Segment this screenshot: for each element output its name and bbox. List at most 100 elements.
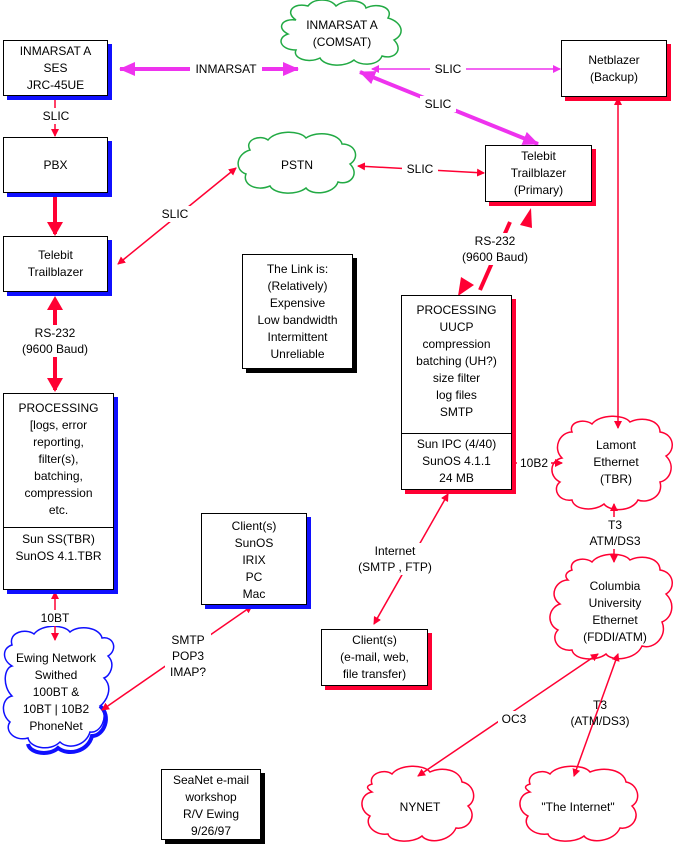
edge-label-line: SMTP [171,633,205,647]
node-inmarsat-comsat: INMARSAT A (COMSAT) [296,17,388,51]
node-netblazer-line: Netblazer [588,53,640,67]
node-processing-left-line: compression [24,486,93,500]
node-the-link-line: The Link is: [266,262,329,276]
node-columbia-line: University [588,596,642,610]
node-pstn-line: PSTN [280,158,313,172]
edge-pbx-tb-head [47,222,63,236]
edge-t3-lower [572,653,620,777]
edge-label-smtp: SMTP POP3 IMAP? [165,632,211,680]
node-the-link-line: (Relatively) [267,279,328,293]
node-processing-left-line: etc. [48,503,69,517]
node-trailblazer-primary-line: (Primary) [513,183,564,197]
node-lamont-line: Ethernet [593,455,639,469]
node-clients-left-line: Client(s) [231,519,277,533]
node-ewing-network: Ewing Network Swithed 100BT & 10BT | 10B… [6,650,106,735]
edge-label-line: 10B2 [519,456,549,470]
edge-label-line: SLIC [424,97,452,111]
node-processing-left-line: [logs, error [29,418,88,432]
node-seanet: SeaNet e-mail workshop R/V Ewing 9/26/97 [161,769,261,840]
node-processing-right-line: SMTP [439,405,474,419]
node-seanet-line: SeaNet e-mail [172,773,250,787]
node-processing-left-line: PROCESSING [18,401,99,415]
node-nynet-line: NYNET [399,800,441,814]
node-processing-right: PROCESSING UUCP compression batching (UH… [401,295,512,490]
edge-label-10bt: 10BT [35,610,75,626]
node-clients-left-line: PC [245,570,263,584]
edge-label-line: 10BT [40,611,70,625]
node-processing-right-line: size filter [432,371,481,385]
node-seanet-line: R/V Ewing [182,807,240,821]
edge-label-line: RS-232 [34,326,76,340]
node-sunipc-line: SunOS 4.1.1 [422,454,491,468]
node-processing-left-line: batching, [34,469,83,483]
edge-label-oc3: OC3 [498,711,530,727]
node-ewing-network-line: 10BT | 10B2 [22,702,90,716]
edge-label-line: (9600 Baud) [21,342,89,356]
node-ses-line: INMARSAT A [19,44,92,58]
cloud-columbia [549,553,673,660]
node-processing-left: PROCESSING [logs, error reporting, filte… [3,393,114,590]
edge-label-internet: Internet (SMTP , FTP) [350,543,440,575]
node-trailblazer-primary-line: Telebit [521,149,556,163]
node-clients-left-line: SunOS [234,536,274,550]
edge-rs232-left-head-down [47,378,63,392]
node-columbia-line: Ethernet [592,613,638,627]
node-the-link-line: Low bandwidth [257,313,338,327]
edge-label-line: Internet [374,544,416,558]
node-processing-left-line: filter(s), [38,452,79,466]
node-ewing-network-line: Swithed [34,668,78,682]
edge-label-slic-ses-pbx: SLIC [38,108,74,124]
edge-label-rs232-left: RS-232 (9600 Baud) [15,325,95,357]
edge-label-t3-lower: T3 (ATM/DS3) [562,697,638,729]
node-lamont: Lamont Ethernet (TBR) [576,437,656,488]
node-inmarsat-comsat-line: (COMSAT) [312,35,372,49]
node-ewing-network-line: 100BT & [32,685,80,699]
node-trailblazer-primary-line: Trailblazer [510,166,567,180]
node-trailblazer-left: Telebit Trailblazer [3,236,108,292]
edge-label-rs232-right: RS-232 (9600 Baud) [455,233,535,265]
edge-label-line: SLIC [42,109,70,123]
node-clients-left-line: IRIX [242,553,266,567]
edge-label-line: (ATM/DS3) [570,714,630,728]
node-clients-left-line: Mac [242,587,266,601]
edge-label-inmarsat: INMARSAT [190,61,262,77]
node-netblazer-line: (Backup) [589,70,639,84]
node-processing-right-line: compression [422,337,491,351]
node-clients-left: Client(s) SunOS IRIX PC Mac [201,513,307,605]
edge-label-slic-pstn-tb: SLIC [402,161,438,177]
edge-rs232-left-head-up [47,296,63,310]
edge-rs232-right-head-down [458,277,474,296]
node-clients-right-line: (e-mail, web, [340,650,409,664]
node-pstn: PSTN [262,157,332,174]
edge-label-slic-left-pstn: SLIC [157,206,193,222]
cloud-pstn [237,131,357,194]
node-sunipc-line: Sun IPC (4/40) [416,437,497,451]
edge-label-slic-top-right: SLIC [430,61,466,77]
node-internet-line: "The Internet" [541,800,615,814]
node-ses-line: SES [43,61,68,75]
node-processing-right-line: PROCESSING [416,303,497,317]
node-the-link: The Link is: (Relatively) Expensive Low … [242,254,353,369]
node-columbia: Columbia University Ethernet (FDDI/ATM) [572,578,658,646]
node-sunss: Sun SS(TBR) SunOS 4.1.TBR [4,527,113,565]
node-sunss-line: SunOS 4.1.TBR [15,549,102,563]
node-the-link-line: Unreliable [270,347,325,361]
node-lamont-line: Lamont [595,438,637,452]
node-clients-right-line: Client(s) [352,633,397,647]
edge-label-line: (SMTP , FTP) [358,560,432,574]
edge-label-line: SLIC [434,62,462,76]
edge-label-line: T3 [607,518,622,532]
edge-label-t3-atm: T3 ATM/DS3 [580,517,650,549]
node-pbx-line: PBX [43,158,68,172]
node-netblazer: Netblazer (Backup) [561,40,667,97]
node-processing-right-line: UUCP [439,320,474,334]
node-the-link-line: Intermittent [267,330,328,344]
node-seanet-line: workshop [185,790,237,804]
node-columbia-line: (FDDI/ATM) [583,630,647,644]
node-sunipc: Sun IPC (4/40) SunOS 4.1.1 24 MB [402,433,511,487]
node-ses-line: JRC-45UE [26,78,85,92]
node-ewing-network-line: PhoneNet [29,719,83,733]
node-pbx: PBX [3,137,108,193]
node-sunss-line: Sun SS(TBR) [22,532,95,546]
